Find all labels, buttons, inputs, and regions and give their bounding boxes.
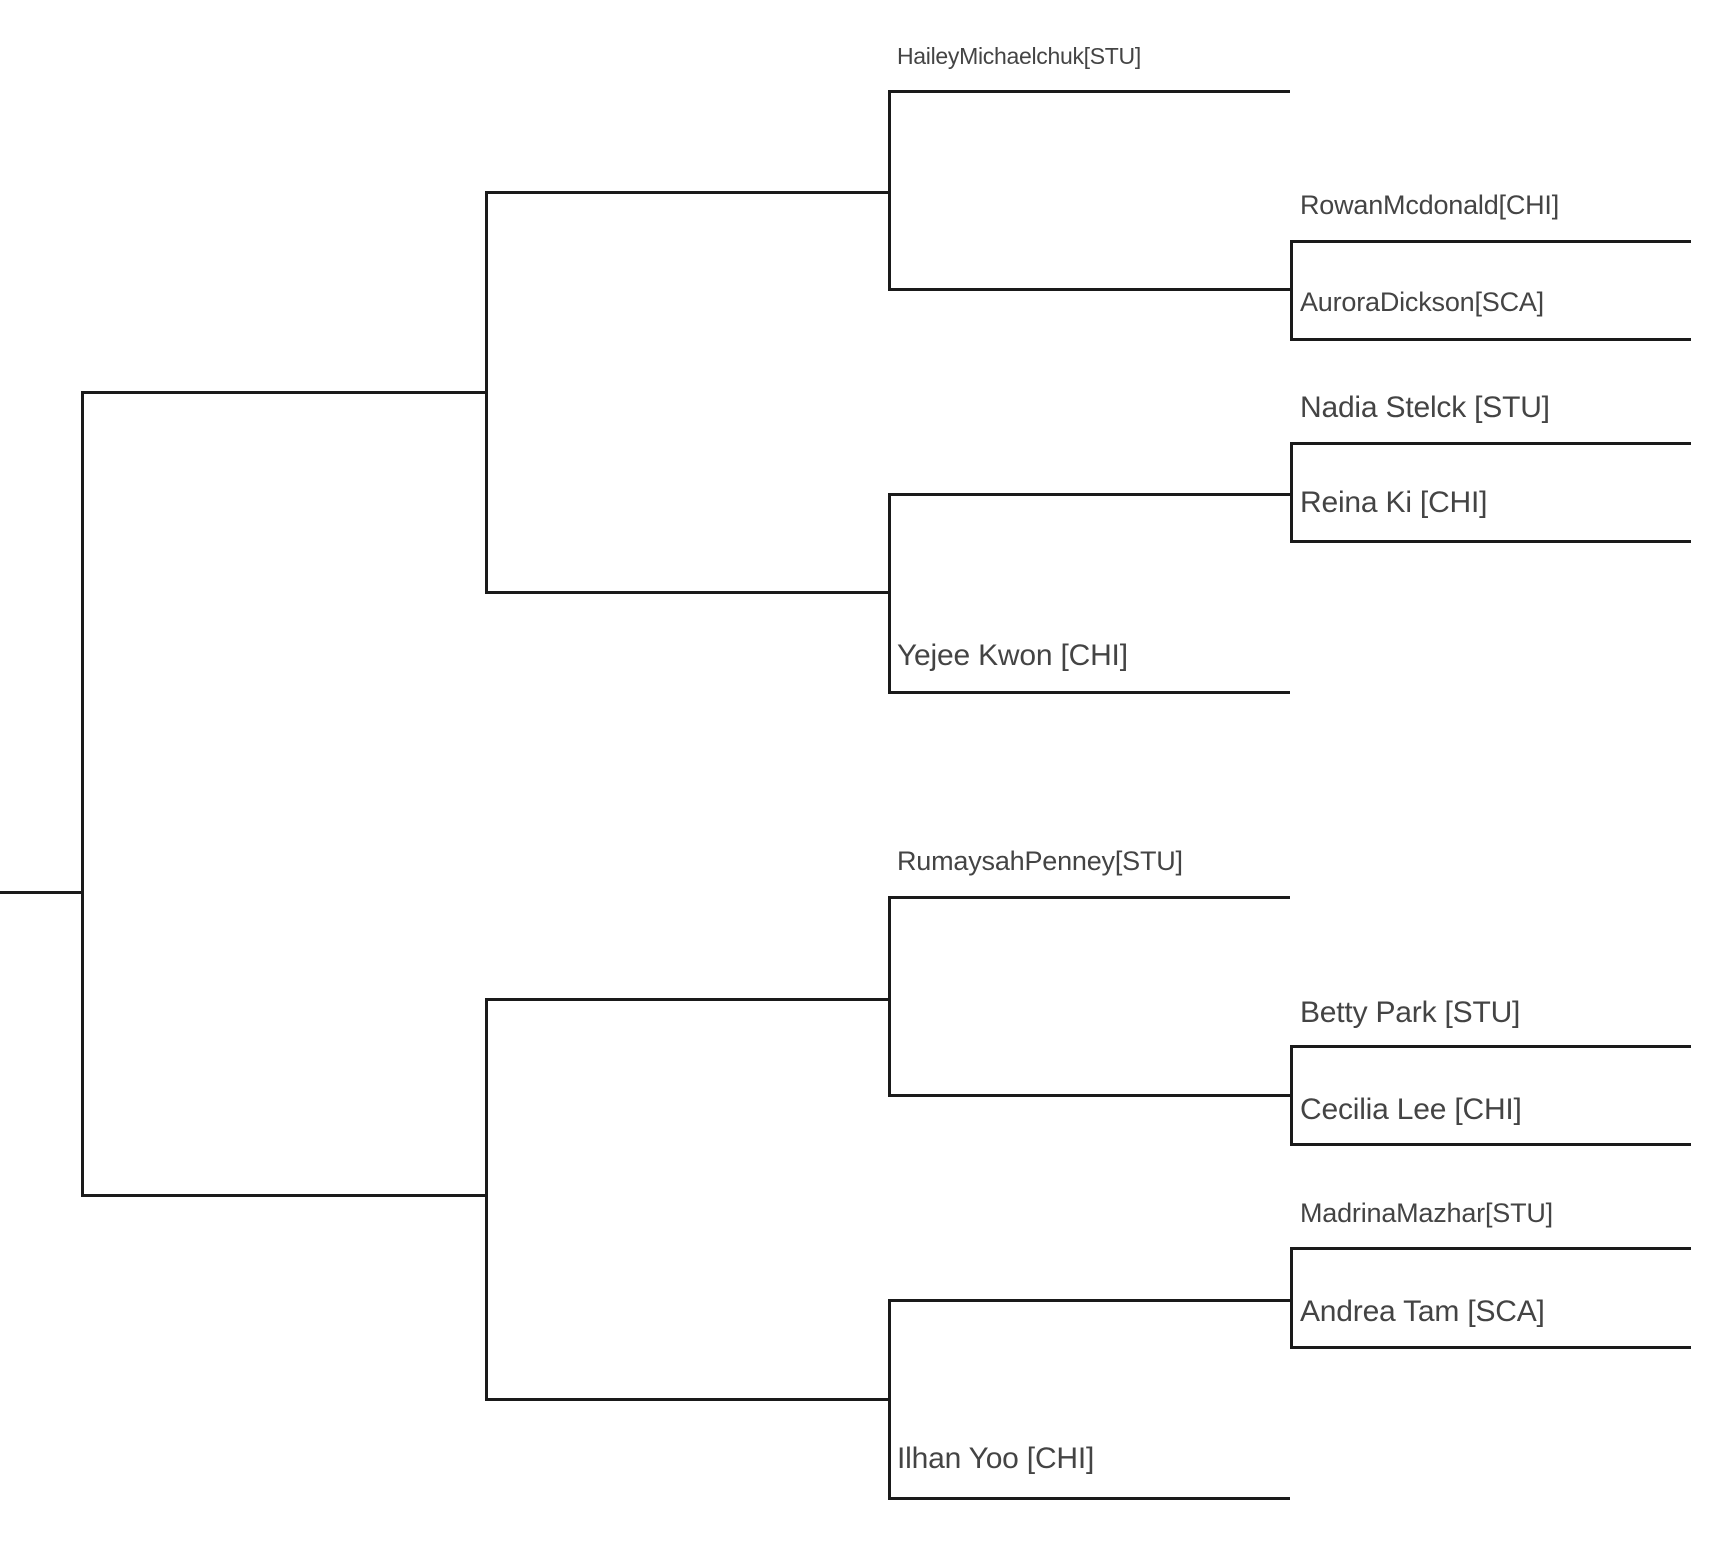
player-name: Nadia Stelck [STU] [1300, 391, 1550, 424]
slot-2-line [888, 288, 1290, 291]
semifinal-bottom-connector [485, 998, 488, 1400]
slot-7-line [888, 1299, 1290, 1302]
quarter-4-line [485, 1398, 891, 1401]
quarter-3-connector [888, 896, 891, 1097]
match-c-connector [1290, 1045, 1293, 1145]
slot-8-line [888, 1497, 1290, 1500]
match-d-bottom-line [1290, 1346, 1691, 1349]
semifinal-top-connector [485, 191, 488, 593]
slot-5-line [888, 896, 1290, 899]
player-name: RumaysahPenney[STU] [897, 846, 1183, 876]
match-d-top-line [1290, 1247, 1691, 1250]
slot-3-line [888, 493, 1290, 496]
match-b-connector [1290, 442, 1293, 542]
match-c-bottom-line [1290, 1143, 1691, 1146]
match-a-top-line [1290, 240, 1691, 243]
match-a-connector [1290, 240, 1293, 340]
player-name: AuroraDickson[SCA] [1300, 287, 1544, 317]
player-name: Betty Park [STU] [1300, 996, 1521, 1029]
final-stem-line [0, 891, 84, 894]
player-name: Andrea Tam [SCA] [1300, 1295, 1545, 1328]
player-name: Cecilia Lee [CHI] [1300, 1093, 1522, 1126]
quarter-2-line [485, 591, 891, 594]
slot-1-line [888, 90, 1290, 93]
match-c-top-line [1290, 1045, 1691, 1048]
quarter-4-connector [888, 1299, 891, 1500]
player-name: Reina Ki [CHI] [1300, 486, 1488, 519]
match-b-bottom-line [1290, 540, 1691, 543]
player-name: Ilhan Yoo [CHI] [897, 1442, 1095, 1475]
final-connector [81, 391, 84, 1196]
quarter-2-connector [888, 493, 891, 693]
match-d-connector [1290, 1247, 1293, 1348]
quarter-1-line [485, 191, 891, 194]
semifinal-bottom-line [81, 1194, 487, 1197]
quarter-3-line [485, 998, 891, 1001]
quarter-1-connector [888, 90, 891, 291]
semifinal-top-line [81, 391, 487, 394]
match-a-bottom-line [1290, 338, 1691, 341]
slot-6-line [888, 1094, 1290, 1097]
slot-4-line [888, 691, 1290, 694]
player-name: MadrinaMazhar[STU] [1300, 1198, 1553, 1228]
player-name: HaileyMichaelchuk[STU] [897, 43, 1141, 69]
match-b-top-line [1290, 442, 1691, 445]
player-name: Yejee Kwon [CHI] [897, 639, 1128, 672]
player-name: RowanMcdonald[CHI] [1300, 190, 1560, 220]
